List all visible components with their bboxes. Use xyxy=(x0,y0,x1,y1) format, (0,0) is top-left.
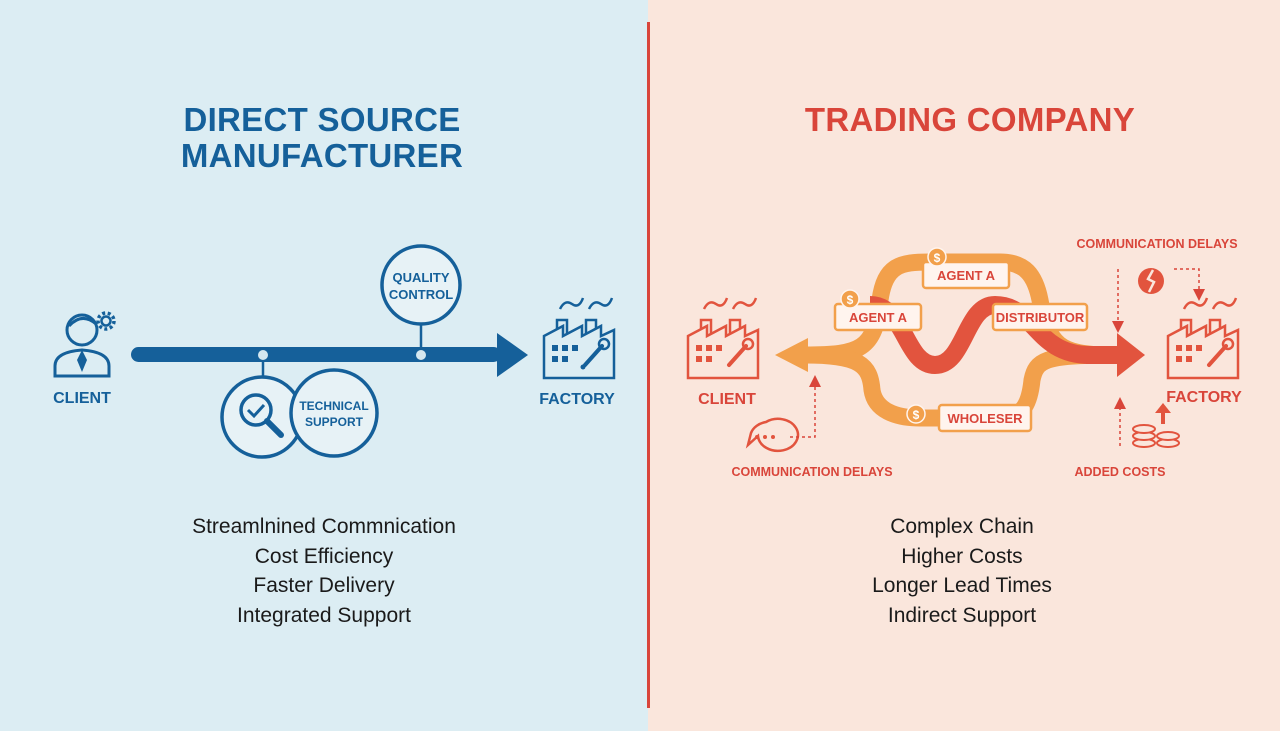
technical-support-node: TECHNICAL SUPPORT xyxy=(220,361,379,459)
benefit-item: Integrated Support xyxy=(237,603,411,627)
speech-bubble-icon xyxy=(745,417,800,453)
wholeser-label: WHOLESER xyxy=(947,411,1023,426)
quality-control-node: QUALITY CONTROL xyxy=(380,244,462,350)
panel-divider xyxy=(647,22,650,708)
direct-title-line-1: DIRECT SOURCE xyxy=(183,101,461,138)
agent-a-top-box: AGENT A xyxy=(921,260,1011,290)
added-costs-label: ADDED COSTS xyxy=(1075,465,1166,479)
dollar-coin-icon: $ xyxy=(927,247,947,267)
agent-a-top-label: AGENT A xyxy=(937,268,996,283)
direct-flow-arrow xyxy=(131,333,528,377)
dollar-coin-icon: $ xyxy=(906,404,926,424)
trading-factory-label: FACTORY xyxy=(1166,389,1242,406)
agent-a-left-box: AGENT A xyxy=(833,302,923,332)
benefit-item: Cost Efficiency xyxy=(254,544,394,568)
trading-factory-icon xyxy=(1166,297,1240,380)
technical-support-line-2: SUPPORT xyxy=(305,415,364,429)
technical-support-line-1: TECHNICAL xyxy=(299,399,368,413)
gear-icon xyxy=(96,311,116,331)
distributor-label: DISTRIBUTOR xyxy=(996,310,1085,325)
quality-control-line-2: CONTROL xyxy=(389,287,453,302)
trading-company-title: TRADING COMPANY xyxy=(804,101,1136,138)
dollar-text: $ xyxy=(934,251,941,265)
benefit-item: Streamlnined Commnication xyxy=(192,515,456,538)
trading-drawbacks-list: Complex Chain Higher Costs Longer Lead T… xyxy=(762,512,1162,630)
distributor-box: DISTRIBUTOR xyxy=(991,302,1089,332)
coin-stack-icon xyxy=(1132,403,1180,448)
drawback-item: Indirect Support xyxy=(887,603,1037,627)
drawback-item: Higher Costs xyxy=(901,544,1023,568)
direct-title-line-2: MANUFACTURER xyxy=(180,137,464,174)
direct-client-label: CLIENT xyxy=(53,390,111,407)
communication-delays-bottom-label: COMMUNICATION DELAYS xyxy=(731,465,892,479)
delay-dashed-connector xyxy=(790,375,821,438)
dollar-coin-icon: $ xyxy=(840,289,860,309)
direct-benefits-list: Streamlnined Commnication Cost Efficienc… xyxy=(124,512,524,630)
agent-a-left-label: AGENT A xyxy=(849,310,908,325)
drawback-item: Longer Lead Times xyxy=(872,574,1052,597)
dollar-text: $ xyxy=(913,408,920,422)
dollar-text: $ xyxy=(847,293,854,307)
direct-source-title: DIRECT SOURCE MANUFACTURER xyxy=(126,102,518,174)
delay-dashed-connector xyxy=(1174,268,1205,301)
communication-delays-top-label: COMMUNICATION DELAYS xyxy=(1076,237,1237,251)
broken-link-icon xyxy=(1138,268,1164,294)
magnifier-check-icon xyxy=(239,393,284,438)
quality-control-line-1: QUALITY xyxy=(392,270,449,285)
direct-factory-label: FACTORY xyxy=(539,391,615,408)
trading-client-label: CLIENT xyxy=(698,391,756,408)
benefit-item: Faster Delivery xyxy=(253,574,395,597)
client-person-icon xyxy=(53,313,111,378)
direct-factory-icon xyxy=(542,297,616,380)
drawback-item: Complex Chain xyxy=(890,515,1034,538)
trading-client-factory-icon xyxy=(686,297,760,380)
wholeser-box: WHOLESER xyxy=(937,403,1033,433)
